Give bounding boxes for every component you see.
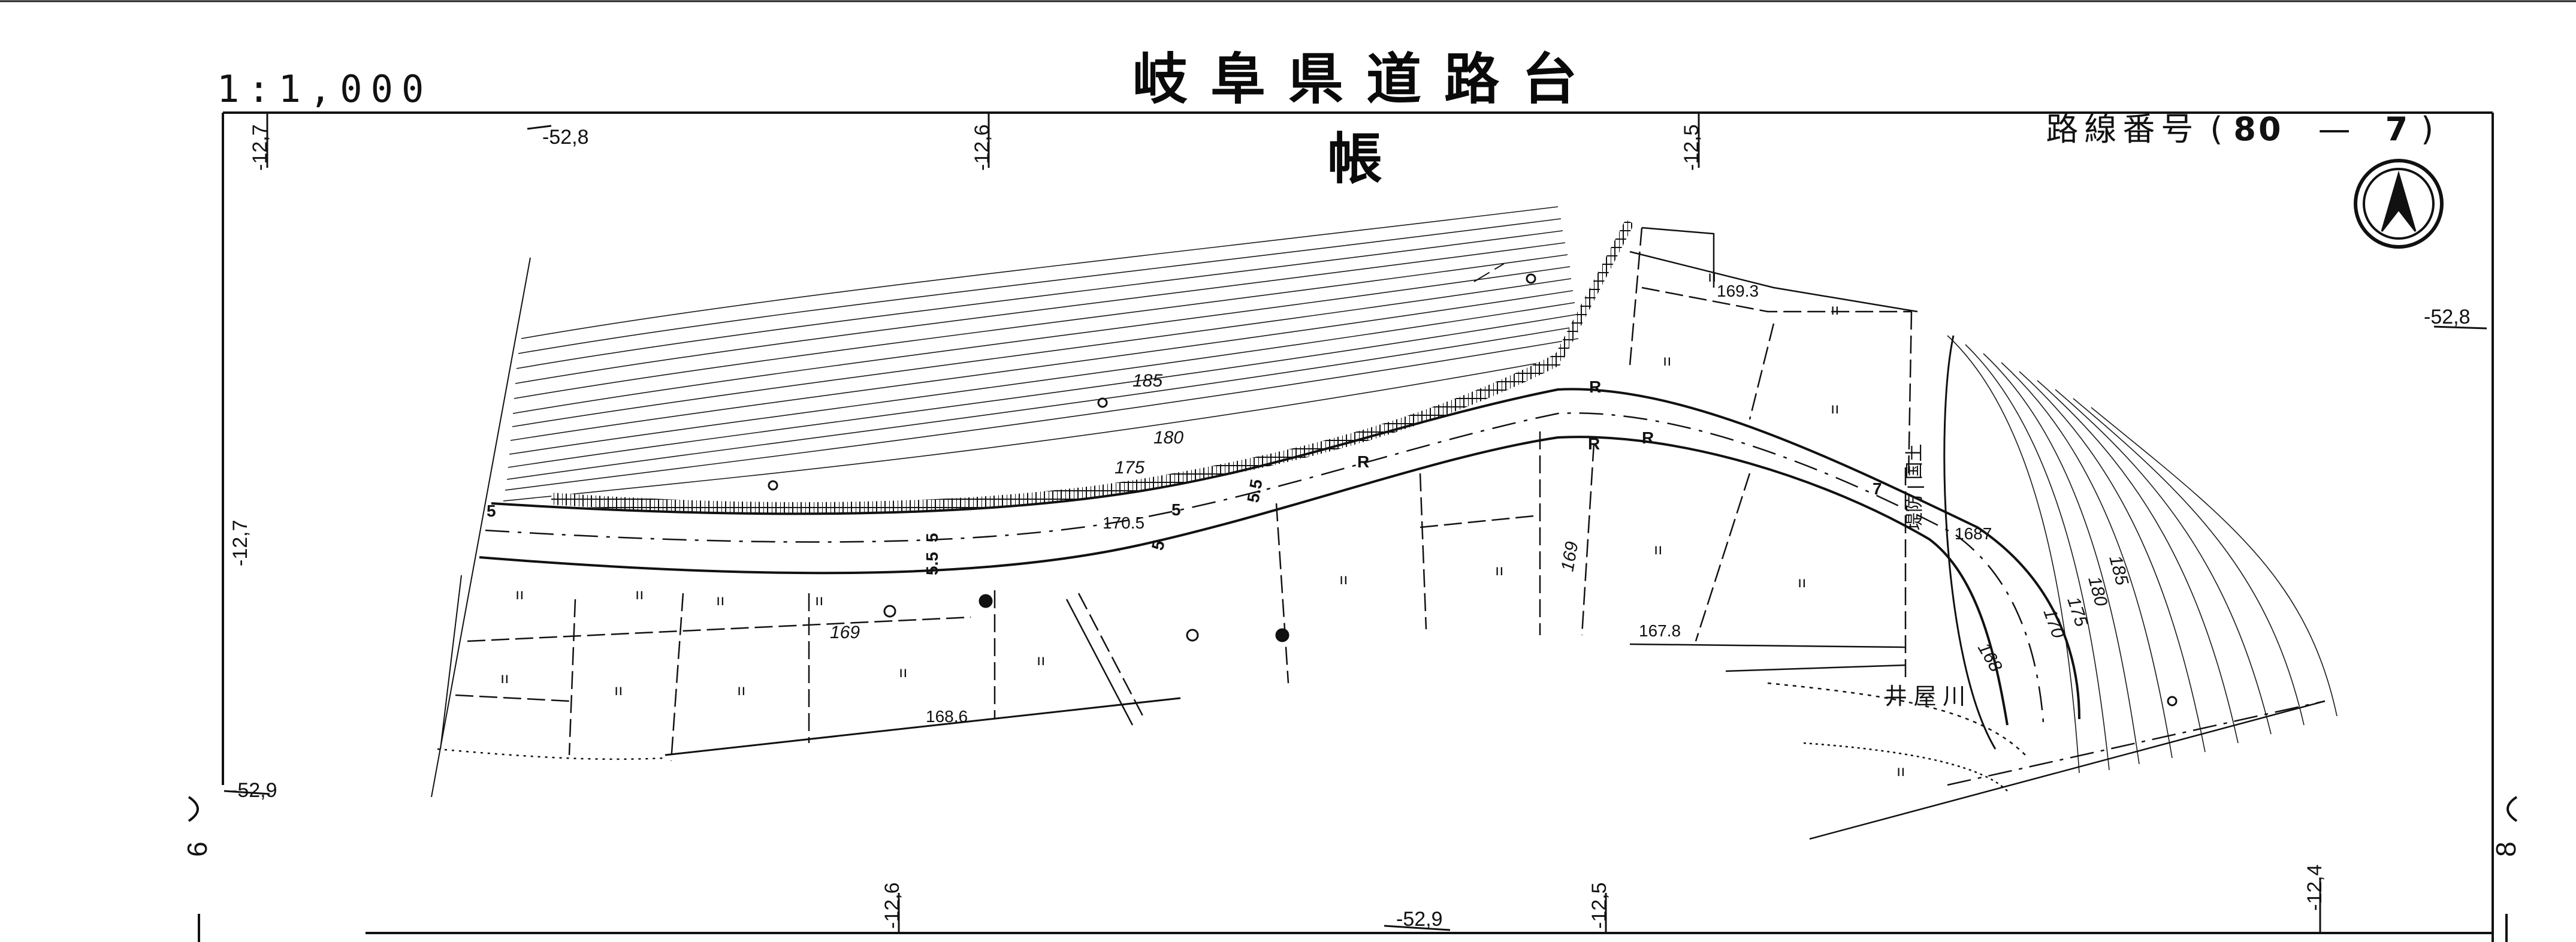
grid-label-bottom-3: -12,4 xyxy=(2303,865,2326,911)
contour-label: 185 xyxy=(1133,371,1162,391)
grid-label-left-x: -52,9 xyxy=(231,779,277,802)
facility-label: 堤防 | 国土 xyxy=(1905,444,1925,530)
grid-label-top-x: -52,8 xyxy=(542,126,589,149)
contour-label: 169 xyxy=(830,623,860,642)
road-mark: 5 xyxy=(923,533,941,542)
benchmark-marker xyxy=(1526,273,1536,284)
map-scale: 1:1,000 xyxy=(217,67,433,111)
road-mark: 5.5 xyxy=(923,552,941,575)
paddy-field-mark: ıı xyxy=(1037,651,1045,669)
north-arrow-icon xyxy=(2354,159,2444,249)
paddy-field-mark: ıı xyxy=(737,681,745,699)
paddy-field-mark: ıı xyxy=(1654,540,1662,558)
contour-lines-east xyxy=(1947,335,2338,774)
paddy-field-mark: ıı xyxy=(1896,762,1905,780)
road-mark: R xyxy=(1357,452,1369,471)
benchmark-marker xyxy=(2167,696,2178,707)
paddy-field-mark: ıı xyxy=(815,591,823,609)
paddy-field-mark: ıı xyxy=(716,591,724,609)
paddy-field-mark: ıı xyxy=(1798,573,1806,591)
paddy-field-mark: ıı xyxy=(1495,561,1503,579)
survey-point-marker xyxy=(979,594,993,608)
point-symbols xyxy=(768,273,2178,707)
paddy-field-mark: ıı xyxy=(614,681,623,699)
contour-label: 175 xyxy=(2063,594,2091,629)
spot-height: 167.8 xyxy=(1639,621,1681,640)
river-name: 井 屋 川 xyxy=(1885,684,1965,709)
road-mark: 5 xyxy=(1171,500,1181,519)
river xyxy=(1767,335,2326,840)
road-mark: 5 xyxy=(487,502,496,520)
map-frame xyxy=(222,111,2494,942)
paddy-field-mark: ıı xyxy=(515,585,524,603)
contour-label: 169 xyxy=(1557,540,1582,573)
spot-height: 1687 xyxy=(1955,524,1992,543)
route-main-number: 80 xyxy=(2233,110,2284,148)
road xyxy=(479,388,2080,726)
benchmark-marker xyxy=(1097,397,1108,408)
contour-lines-north xyxy=(503,206,1579,502)
road-mark: 5.5 xyxy=(1243,478,1266,504)
contour-label: 185 xyxy=(2105,553,2132,587)
paddy-field-mark: ıı xyxy=(1708,267,1716,285)
paddy-field-mark: ıı xyxy=(635,585,644,603)
grid-label-bottom-1: -12,6 xyxy=(881,883,904,929)
survey-limit-lines xyxy=(431,257,1505,798)
route-label: 路線番号 xyxy=(2046,110,2200,148)
benchmark-marker xyxy=(883,605,896,618)
road-mark: R xyxy=(1588,434,1600,453)
spot-height: 170.5 xyxy=(1103,514,1144,532)
grid-ticks xyxy=(224,114,2487,932)
grid-labels: -12,7 -12,6 -12,5 -52,8 -52,8 -12,7 -52,… xyxy=(229,125,2471,931)
grid-label-top-2: -12,6 xyxy=(971,125,993,171)
retaining-wall xyxy=(551,354,1561,514)
benchmark-marker xyxy=(1186,629,1199,642)
route-close-paren: ) xyxy=(2421,110,2434,148)
contour-label: 168 xyxy=(1974,639,2006,675)
contour-label: 180 xyxy=(1153,428,1183,448)
grid-label-bottom-2: -12,5 xyxy=(1588,883,1611,929)
retaining-wall-upper xyxy=(1553,219,1635,362)
route-open-paren: ( xyxy=(2210,110,2223,148)
field-marks: ıı ıı ıı ıı ıı ıı ıı ıı ıı ıı ıı ıı ıı ı… xyxy=(500,267,1905,780)
survey-point-marker xyxy=(1275,628,1289,642)
parcels-south xyxy=(437,431,1541,762)
road-mark: R xyxy=(1642,428,1654,447)
map-title: 岐阜県道路台帳 xyxy=(1132,47,1600,191)
paddy-field-mark: ıı xyxy=(899,663,907,681)
route-number: 路線番号 (80 — 7) xyxy=(2025,65,2444,150)
spot-height: 169.3 xyxy=(1717,282,1759,300)
grid-label-left-y: -12,7 xyxy=(229,520,252,567)
route-dash: — xyxy=(2318,110,2351,148)
paddy-field-mark: ıı xyxy=(1339,570,1348,588)
road-mark: 5 xyxy=(1148,538,1168,552)
sheet-ref-left: 6 xyxy=(182,796,213,942)
svg-text:8: 8 xyxy=(2490,841,2521,857)
benchmark-marker xyxy=(768,480,778,491)
route-sub-number: 7 xyxy=(2385,110,2411,148)
grid-label-top-1: -12,7 xyxy=(249,125,271,171)
contour-label: 180 xyxy=(2084,574,2111,608)
spot-height: 168.6 xyxy=(926,707,968,726)
road-marks: R R R R 5 5.5 5 5.5 5 5 7 xyxy=(487,378,1882,575)
sheet-ref-right: 8 xyxy=(2490,796,2521,942)
grid-label-right-x: -52,8 xyxy=(2424,306,2471,328)
paddy-field-mark: ıı xyxy=(1663,351,1671,369)
road-mark: 7 xyxy=(1873,479,1882,498)
paddy-field-mark: ıı xyxy=(1831,300,1839,318)
svg-text:6: 6 xyxy=(182,841,213,857)
grid-label-bottom-x: -52,9 xyxy=(1396,908,1443,931)
contour-label: 175 xyxy=(1115,458,1144,478)
parcels-northeast xyxy=(1581,227,1918,683)
paddy-field-mark: ıı xyxy=(1831,399,1839,417)
paddy-field-mark: ıı xyxy=(500,669,509,687)
spot-heights: 169.3 170.5 1687 167.8 168.6 xyxy=(926,282,1992,726)
grid-label-top-3: -12,5 xyxy=(1680,125,1703,171)
contour-labels: 185 180 175 185 180 175 170 168 169 169 xyxy=(830,371,2132,675)
road-mark: R xyxy=(1589,378,1601,396)
